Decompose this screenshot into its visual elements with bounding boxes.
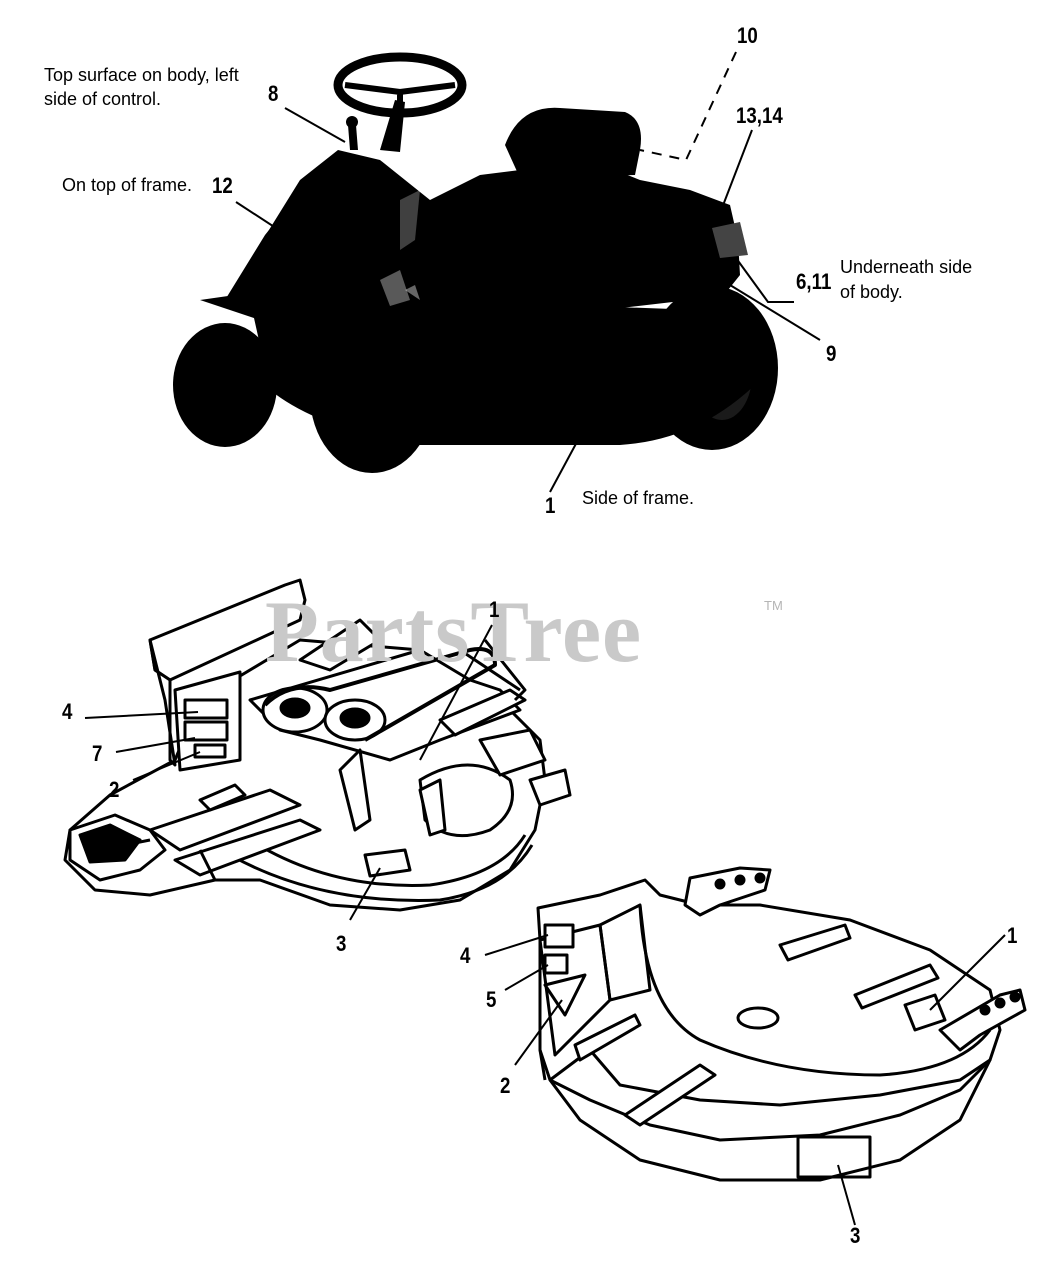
callout-3-deck-housing: 3 [850, 1223, 861, 1248]
callout-7-deck-assembly: 7 [92, 741, 103, 766]
callout-1-deck-housing: 1 [1007, 923, 1018, 948]
note-underneath-line1: Underneath side [840, 257, 973, 277]
callout-1-deck-assembly: 1 [489, 597, 500, 622]
deck-assembly-leader-lines [84, 624, 493, 921]
deck-housing-leader-lines [484, 934, 1006, 1226]
callout-6-11: 6,11 [796, 269, 832, 294]
callout-5-deck-housing: 5 [486, 987, 497, 1012]
callout-3-deck-assembly: 3 [336, 931, 347, 956]
watermark-trademark: TM [764, 598, 783, 613]
note-on-top-of-frame: On top of frame. [62, 175, 193, 195]
callout-2-deck-assembly: 2 [109, 777, 120, 802]
callout-12: 12 [212, 173, 233, 198]
note-top-surface-line2: side of control. [44, 89, 162, 109]
note-underneath-line2: of body. [840, 282, 903, 302]
tractor-illustration [173, 52, 778, 473]
callout-10: 10 [737, 23, 758, 48]
callout-4-deck-housing: 4 [460, 943, 471, 968]
deck-assembly-illustration [63, 578, 572, 912]
callout-8: 8 [268, 81, 279, 106]
deck-housing-illustration [536, 866, 1027, 1182]
callout-4-deck-assembly: 4 [62, 699, 73, 724]
callout-9: 9 [826, 341, 837, 366]
callout-1-tractor: 1 [545, 493, 556, 518]
tractor-leader-lines [235, 51, 821, 493]
watermark-logo: PartsTree [265, 584, 643, 681]
callout-2-deck-housing: 2 [500, 1073, 511, 1098]
note-side-of-frame: Side of frame. [582, 488, 695, 508]
callout-13-14: 13,14 [736, 103, 783, 128]
note-top-surface-line1: Top surface on body, left [44, 65, 239, 85]
